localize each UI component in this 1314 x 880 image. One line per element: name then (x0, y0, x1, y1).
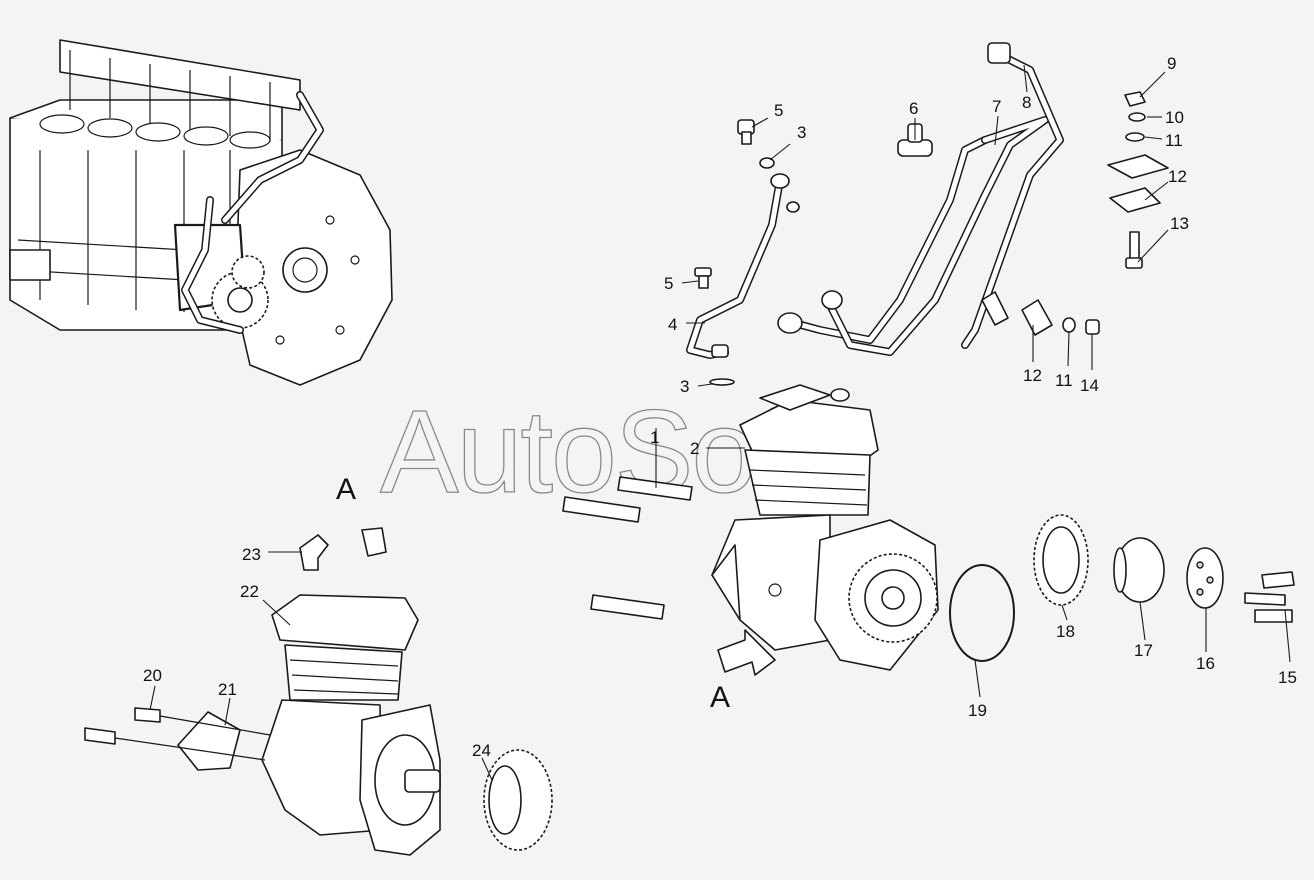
callout-12-lower: 12 (1023, 366, 1042, 385)
callout-18: 18 (1056, 622, 1075, 641)
o-ring-19 (949, 564, 1015, 662)
callout-12-upper: 12 (1168, 167, 1187, 186)
clamp-12-lower (981, 291, 1053, 336)
callout-numbers: 1 2 3 3 4 5 5 6 7 8 9 10 11 12 13 12 11 … (143, 54, 1297, 760)
pipe-7 (777, 116, 1049, 356)
banjo-bolt-5-lower (694, 267, 712, 289)
callout-3-lower: 3 (680, 377, 689, 396)
washer-11-lower (1062, 317, 1076, 333)
callout-6: 6 (909, 99, 918, 118)
callout-2: 2 (690, 439, 699, 458)
seal-ring-3-lower (709, 378, 735, 386)
callout-4: 4 (668, 315, 677, 334)
pipe-4 (686, 173, 790, 359)
callout-23: 23 (242, 545, 261, 564)
callout-16: 16 (1196, 654, 1215, 673)
view-a-compressor (84, 527, 553, 856)
view-a-title: A (336, 473, 356, 506)
callout-24: 24 (472, 741, 491, 760)
hub-17 (1113, 537, 1165, 603)
view-a-arrow-label: A (710, 681, 730, 714)
view-a-arrow (717, 629, 776, 676)
callout-9: 9 (1167, 54, 1176, 73)
callout-1: 1 (650, 428, 659, 447)
leader-lines (149, 64, 1291, 781)
banjo-bolt-5-top (737, 119, 755, 145)
washer-10 (1128, 112, 1146, 122)
callout-5-lower: 5 (664, 274, 673, 293)
bracket-12-top (1107, 154, 1169, 213)
callout-11-lower: 11 (1055, 371, 1073, 390)
washer-11-top (1125, 132, 1145, 142)
callout-20: 20 (143, 666, 162, 685)
callout-11-upper: 11 (1165, 131, 1183, 150)
nut-9 (1124, 91, 1146, 107)
pipe-8 (961, 42, 1064, 349)
seal-ring-3-top (759, 157, 800, 213)
plate-16 (1186, 547, 1224, 609)
callout-14: 14 (1080, 376, 1099, 395)
callout-3-upper: 3 (797, 123, 806, 142)
callout-15: 15 (1278, 668, 1297, 687)
bolts-15 (1244, 571, 1295, 623)
callout-7: 7 (992, 97, 1001, 116)
compressor-main (562, 384, 939, 671)
callout-8: 8 (1022, 93, 1031, 112)
callout-10: 10 (1165, 108, 1184, 127)
nut-14 (1085, 319, 1100, 335)
callout-5-upper: 5 (774, 101, 783, 120)
callout-17: 17 (1134, 641, 1153, 660)
callout-21: 21 (218, 680, 237, 699)
callout-13: 13 (1170, 214, 1189, 233)
gear-18 (1033, 514, 1089, 606)
bolt-13 (1125, 231, 1143, 269)
callout-22: 22 (240, 582, 259, 601)
engine-overview (9, 39, 393, 386)
callout-19: 19 (968, 701, 987, 720)
